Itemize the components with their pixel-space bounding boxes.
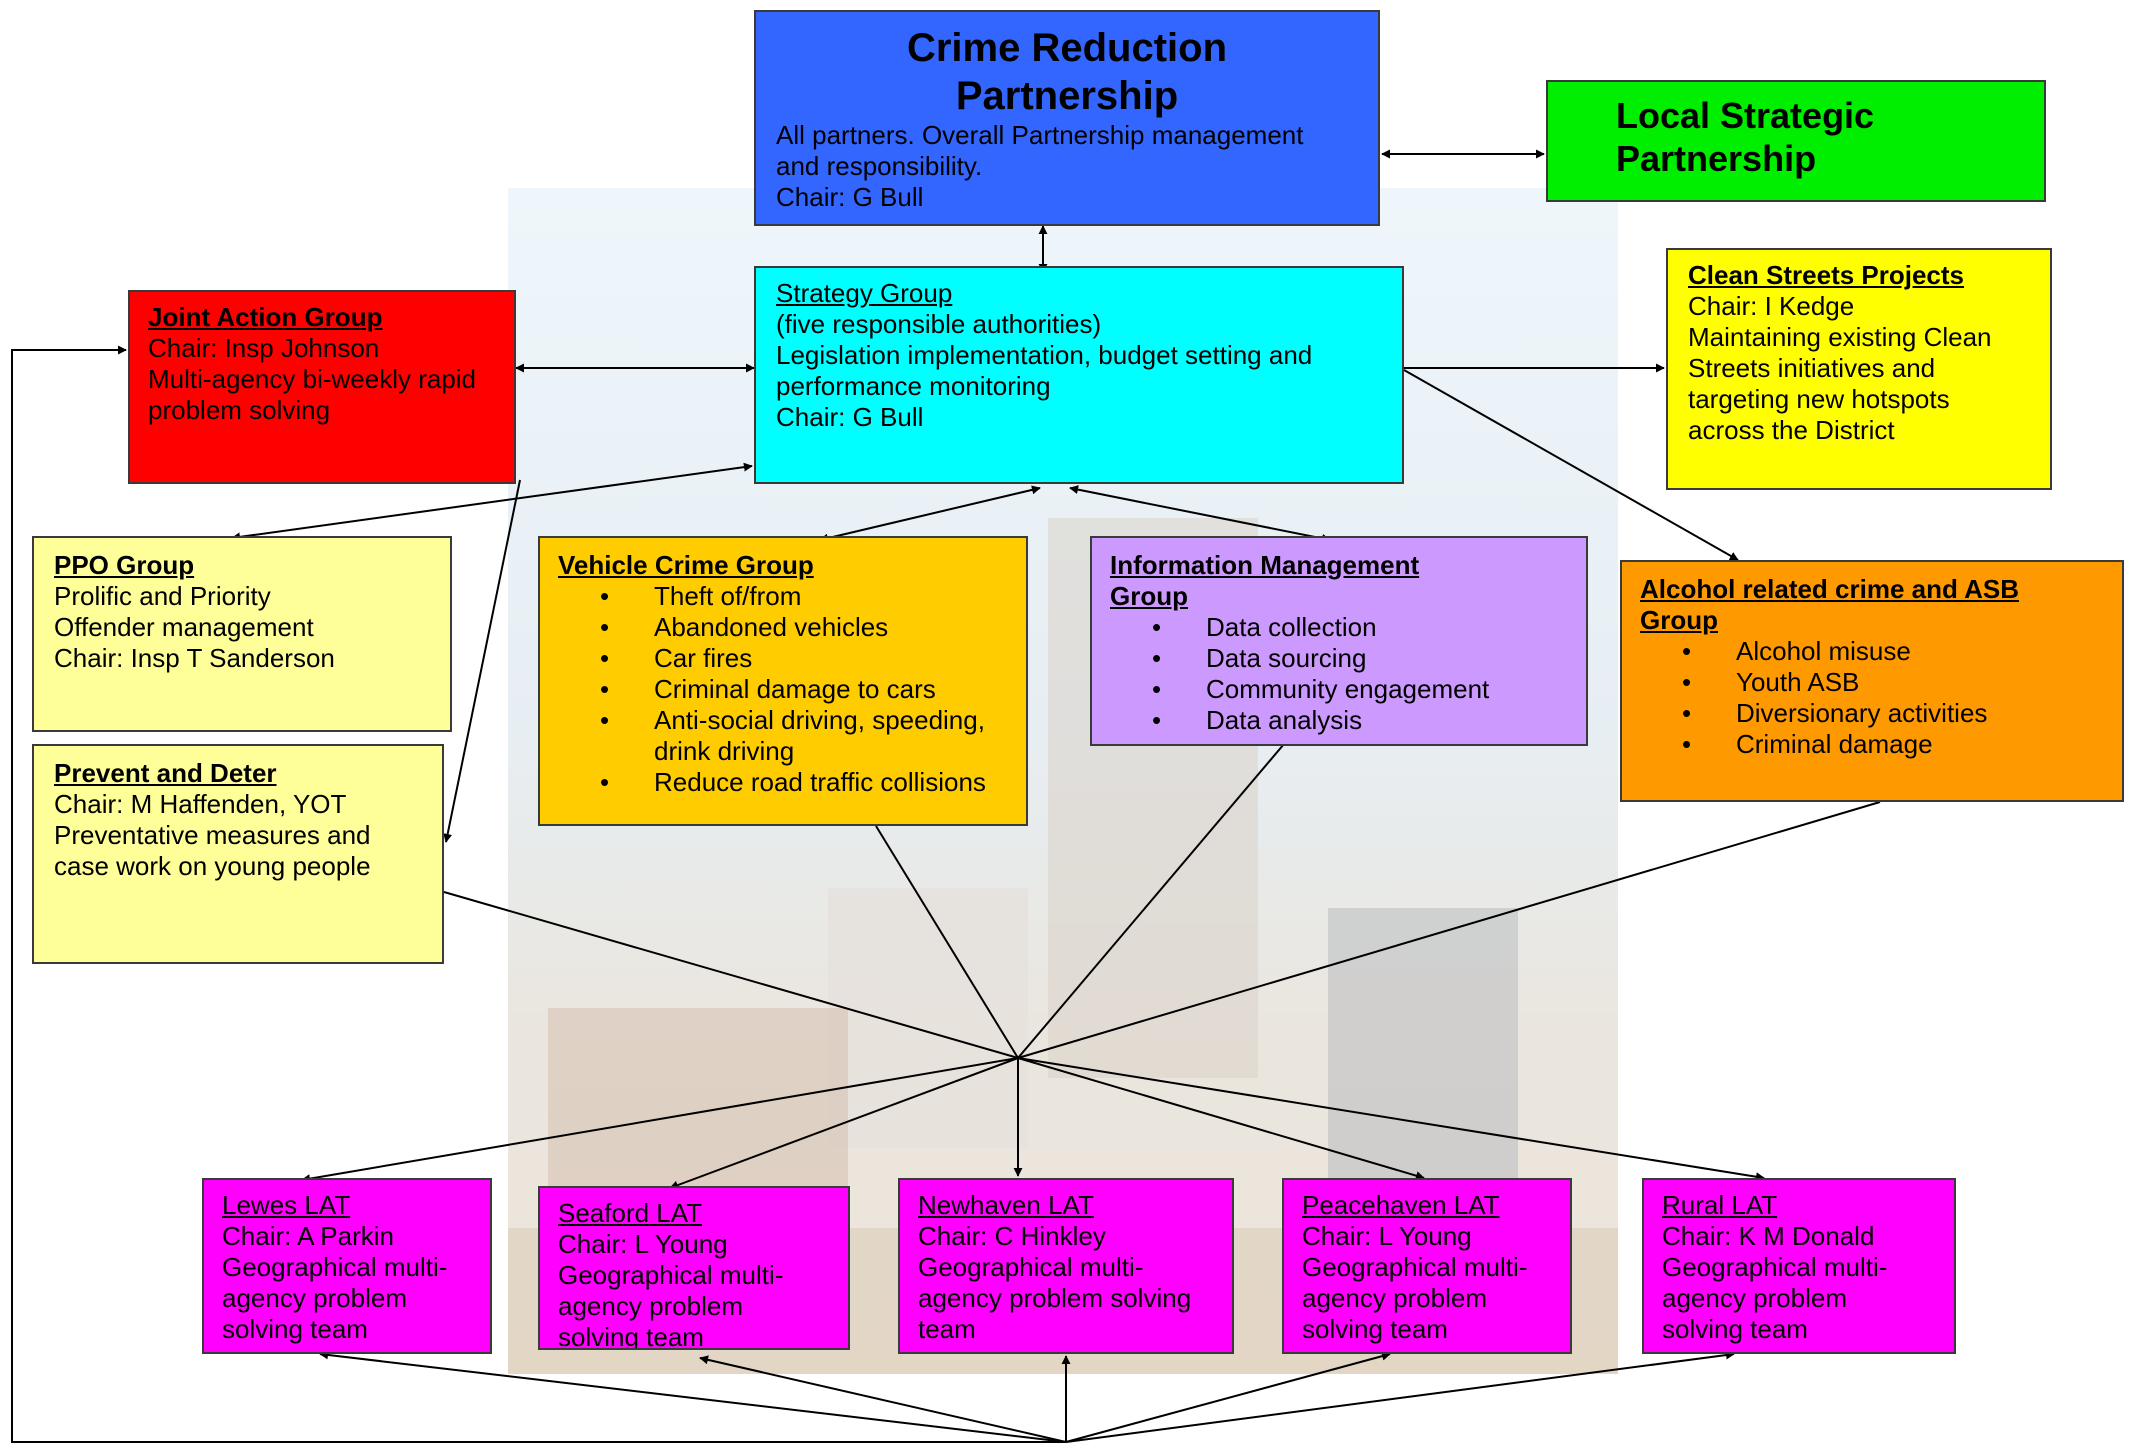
- lat-line: agency problem: [1302, 1283, 1487, 1313]
- jag-chair: Chair: Insp Johnson: [148, 333, 380, 363]
- vehicle-item: Abandoned vehicles: [600, 612, 1008, 643]
- lat-title: Lewes LAT: [222, 1190, 351, 1220]
- newhaven-lat-box: Newhaven LAT Chair: C Hinkley Geographic…: [898, 1178, 1234, 1354]
- vehicle-crime-group-box: Vehicle Crime Group Theft of/from Abando…: [538, 536, 1028, 826]
- jag-line2: problem solving: [148, 395, 331, 425]
- lat-line: team: [918, 1314, 976, 1344]
- strategy-chair: Chair: G Bull: [776, 402, 924, 432]
- vehicle-title: Vehicle Crime Group: [558, 550, 814, 580]
- alcohol-item: Criminal damage: [1682, 729, 2104, 760]
- info-item: Data collection: [1152, 612, 1568, 643]
- info-item: Data sourcing: [1152, 643, 1568, 674]
- prevent-line1: Preventative measures and: [54, 820, 371, 850]
- prevent-line2: case work on young people: [54, 851, 371, 881]
- vehicle-item: Theft of/from: [600, 581, 1008, 612]
- strategy-line3: performance monitoring: [776, 371, 1051, 401]
- alcohol-item: Diversionary activities: [1682, 698, 2104, 729]
- clean-line2: Streets initiatives and: [1688, 353, 1936, 383]
- prevent-and-deter-box: Prevent and Deter Chair: M Haffenden, YO…: [32, 744, 444, 964]
- joint-action-group-box: Joint Action Group Chair: Insp Johnson M…: [128, 290, 516, 484]
- info-item: Data analysis: [1152, 705, 1568, 736]
- vehicle-item: Car fires: [600, 643, 1008, 674]
- lat-line: Geographical multi-: [222, 1252, 448, 1282]
- crp-desc-line2: and responsibility.: [776, 151, 983, 181]
- info-item: Community engagement: [1152, 674, 1568, 705]
- alcohol-item: Alcohol misuse: [1682, 636, 2104, 667]
- lat-line: Geographical multi-: [1302, 1252, 1528, 1282]
- ppo-line1: Prolific and Priority: [54, 581, 271, 611]
- lat-title: Seaford LAT: [558, 1198, 703, 1228]
- strategy-line2: Legislation implementation, budget setti…: [776, 340, 1313, 370]
- alcohol-title-line2: Group: [1640, 605, 1718, 635]
- alcohol-title-line1: Alcohol related crime and ASB: [1640, 574, 2020, 604]
- lat-line: solving team: [1662, 1314, 1808, 1344]
- peacehaven-lat-box: Peacehaven LAT Chair: L Young Geographic…: [1282, 1178, 1572, 1354]
- crp-title-line2: Partnership: [955, 74, 1179, 118]
- strategy-line1: (five responsible authorities): [776, 309, 1102, 339]
- vehicle-item: Anti-social driving, speeding, drink dri…: [600, 705, 1008, 767]
- lat-chair: Chair: C Hinkley: [918, 1221, 1106, 1251]
- lat-line: solving team: [558, 1322, 704, 1350]
- lat-chair: Chair: A Parkin: [222, 1221, 394, 1251]
- information-management-group-box: Information Management Group Data collec…: [1090, 536, 1588, 746]
- ppo-group-box: PPO Group Prolific and Priority Offender…: [32, 536, 452, 732]
- lat-line: Geographical multi-: [1662, 1252, 1888, 1282]
- ppo-chair: Chair: Insp T Sanderson: [54, 643, 335, 673]
- clean-title: Clean Streets Projects: [1688, 260, 1965, 290]
- lsp-title-line2: Partnership: [1616, 138, 1817, 179]
- crime-reduction-partnership-box: Crime Reduction Partnership All partners…: [754, 10, 1380, 226]
- crp-desc-line1: All partners. Overall Partnership manage…: [776, 120, 1304, 150]
- lat-title: Newhaven LAT: [918, 1190, 1094, 1220]
- alcohol-asb-group-box: Alcohol related crime and ASB Group Alco…: [1620, 560, 2124, 802]
- lat-line: Geographical multi-: [558, 1260, 784, 1290]
- lsp-title-line1: Local Strategic: [1616, 95, 1875, 136]
- clean-line4: across the District: [1688, 415, 1895, 445]
- ppo-title: PPO Group: [54, 550, 195, 580]
- dark-house-shape: [1328, 908, 1518, 1208]
- lat-line: solving team: [222, 1314, 368, 1344]
- info-title-line1: Information Management: [1110, 550, 1420, 580]
- info-title-line2: Group: [1110, 581, 1188, 611]
- local-strategic-partnership-box: Local Strategic Partnership: [1546, 80, 2046, 202]
- house-shape: [828, 888, 1028, 1148]
- lat-line: agency problem: [558, 1291, 743, 1321]
- jag-title: Joint Action Group: [148, 302, 383, 332]
- lat-line: agency problem: [1662, 1283, 1847, 1313]
- seaford-lat-box: Seaford LAT Chair: L Young Geographical …: [538, 1186, 850, 1350]
- lat-chair: Chair: L Young: [1302, 1221, 1472, 1251]
- jag-line1: Multi-agency bi-weekly rapid: [148, 364, 477, 394]
- rural-lat-box: Rural LAT Chair: K M Donald Geographical…: [1642, 1178, 1956, 1354]
- lat-title: Peacehaven LAT: [1302, 1190, 1500, 1220]
- clean-streets-projects-box: Clean Streets Projects Chair: I Kedge Ma…: [1666, 248, 2052, 490]
- prevent-chair: Chair: M Haffenden, YOT: [54, 789, 347, 819]
- lat-line: agency problem solving: [918, 1283, 1192, 1313]
- lat-chair: Chair: K M Donald: [1662, 1221, 1875, 1251]
- lat-line: agency problem: [222, 1283, 407, 1313]
- info-list: Data collection Data sourcing Community …: [1110, 612, 1568, 736]
- clean-chair: Chair: I Kedge: [1688, 291, 1855, 321]
- lat-line: solving team: [1302, 1314, 1448, 1344]
- vehicle-list: Theft of/from Abandoned vehicles Car fir…: [558, 581, 1008, 798]
- strategy-title: Strategy Group: [776, 278, 953, 308]
- crp-chair: Chair: G Bull: [776, 182, 924, 212]
- crp-title-line1: Crime Reduction: [906, 26, 1228, 70]
- lat-title: Rural LAT: [1662, 1190, 1778, 1220]
- prevent-title: Prevent and Deter: [54, 758, 277, 788]
- vehicle-item: Reduce road traffic collisions: [600, 767, 1008, 798]
- lat-chair: Chair: L Young: [558, 1229, 728, 1259]
- alcohol-list: Alcohol misuse Youth ASB Diversionary ac…: [1640, 636, 2104, 760]
- clean-line1: Maintaining existing Clean: [1688, 322, 1992, 352]
- ppo-line2: Offender management: [54, 612, 314, 642]
- lewes-lat-box: Lewes LAT Chair: A Parkin Geographical m…: [202, 1178, 492, 1354]
- clean-line3: targeting new hotspots: [1688, 384, 1950, 414]
- vehicle-item: Criminal damage to cars: [600, 674, 1008, 705]
- lat-line: Geographical multi-: [918, 1252, 1144, 1282]
- strategy-group-box: Strategy Group (five responsible authori…: [754, 266, 1404, 484]
- alcohol-item: Youth ASB: [1682, 667, 2104, 698]
